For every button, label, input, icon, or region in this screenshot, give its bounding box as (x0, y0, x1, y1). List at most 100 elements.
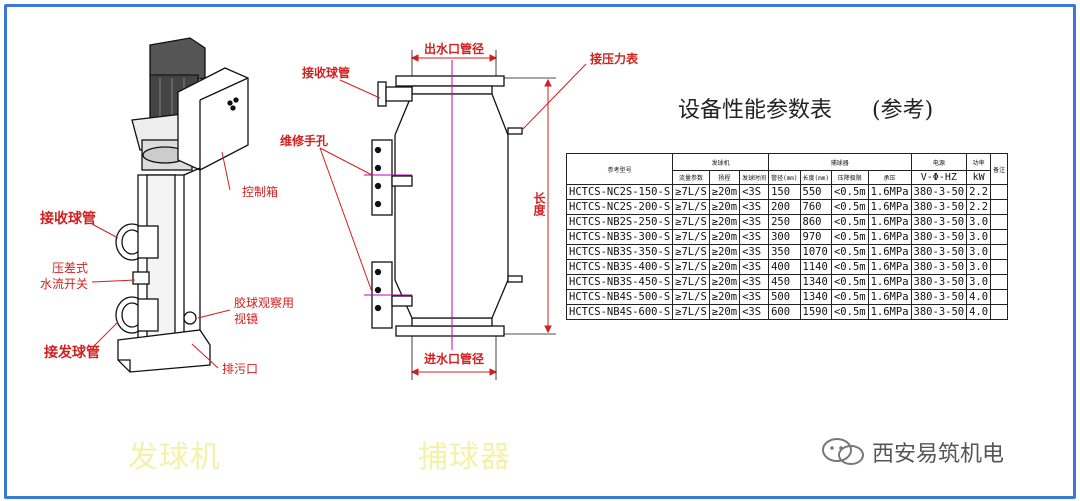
th-power-supply: 电源 (910, 153, 968, 171)
table-cell-remark (990, 259, 1009, 275)
table-cell: <0.5m (830, 244, 869, 260)
table-cell: HCTCS-NC2S-150-S (565, 184, 674, 200)
table-cell: 500 (768, 289, 801, 305)
table-cell: 350 (768, 244, 801, 260)
table-cell: 150 (768, 184, 801, 200)
th-catcher: 捕球器 (768, 153, 912, 171)
table-cell: ≥7L/S (672, 244, 710, 260)
table-cell: 380-3-50 (910, 214, 968, 230)
table-cell: <0.5m (830, 274, 869, 290)
table-title-ref: (参考) (872, 98, 934, 123)
table-cell: ≥20m (708, 214, 741, 230)
table-cell: ≥7L/S (672, 199, 710, 215)
table-cell: ≥20m (708, 304, 741, 320)
label-diff-switch-2: 水流开关 (40, 277, 89, 291)
label-inlet: 进水口管径 (424, 352, 485, 366)
th-sub: V-Φ-HZ (910, 170, 968, 185)
table-cell: <0.5m (830, 304, 869, 320)
table-cell: 450 (768, 274, 801, 290)
th-sub: 长度(mm) (799, 170, 832, 185)
table-cell: 300 (768, 229, 801, 245)
th-sub: 发球时间 (739, 170, 770, 185)
table-cell: 1.6MPa (867, 289, 912, 305)
table-cell: 380-3-50 (910, 289, 968, 305)
table-cell: HCTCS-NB2S-250-S (565, 214, 674, 230)
th-sub: 管径(mm) (768, 170, 801, 185)
table-cell: <0.5m (830, 289, 869, 305)
table-cell: 2.2 (966, 184, 992, 200)
table-cell-remark (990, 214, 1009, 230)
table-cell: 970 (799, 229, 832, 245)
label-outlet: 出水口管径 (424, 42, 485, 56)
table-cell: 200 (768, 199, 801, 215)
table-cell: 1.6MPa (867, 274, 912, 290)
th-remark: 备注 (990, 153, 1009, 185)
table-cell: ≥20m (708, 274, 741, 290)
table-cell-remark (990, 289, 1009, 305)
table-cell: ≥20m (708, 259, 741, 275)
table-cell: HCTCS-NC2S-200-S (565, 199, 674, 215)
table-cell: 1340 (799, 289, 832, 305)
table-cell: ≥7L/S (672, 214, 710, 230)
label-pressure-gauge: 接压力表 (590, 52, 639, 66)
table-cell: 3.0 (966, 244, 992, 260)
ball-launcher-drawing (115, 37, 249, 373)
th-sub: kW (966, 170, 992, 185)
ball-catcher-drawing (371, 75, 523, 337)
table-cell-remark (990, 199, 1009, 215)
table-cell-remark (990, 304, 1009, 320)
table-cell: <0.5m (830, 229, 869, 245)
label-catcher-receive-pipe: 接收球管 (302, 66, 351, 80)
brand-watermark: 西安易筑机电 (820, 436, 1004, 468)
table-cell-remark (990, 229, 1009, 245)
outer-frame (4, 4, 1076, 499)
table-cell: ≥20m (708, 229, 741, 245)
table-cell: ≥7L/S (672, 304, 710, 320)
th-model: 参考型号 (565, 153, 674, 185)
table-cell-remark (990, 274, 1009, 290)
table-cell: HCTCS-NB3S-300-S (565, 229, 674, 245)
label-length: 长度 (532, 192, 546, 216)
table-cell: <0.5m (830, 214, 869, 230)
table-cell: 3.0 (966, 214, 992, 230)
th-power: 功率 (966, 153, 992, 171)
table-cell: HCTCS-NB4S-600-S (565, 304, 674, 320)
table-cell: HCTCS-NB4S-500-S (565, 289, 674, 305)
table-cell: 380-3-50 (910, 199, 968, 215)
table-cell: 380-3-50 (910, 229, 968, 245)
label-observe-1: 胶球观察用 (234, 296, 295, 310)
table-cell-remark (990, 244, 1009, 260)
label-diff-switch-1: 压差式 (52, 261, 89, 275)
table-cell: 1140 (799, 259, 832, 275)
table-cell: 2.2 (966, 199, 992, 215)
label-observe-2: 视镜 (234, 312, 259, 326)
th-sub: 扬程 (708, 170, 741, 185)
brand-name: 西安易筑机电 (872, 442, 1005, 467)
table-cell: 380-3-50 (910, 184, 968, 200)
table-cell: ≥7L/S (672, 259, 710, 275)
table-cell: ≥20m (708, 244, 741, 260)
table-cell: <3S (739, 184, 770, 200)
table-cell-remark (990, 184, 1009, 200)
table-cell: ≥20m (708, 289, 741, 305)
label-receive-pipe: 接收球管 (40, 211, 96, 227)
table-cell: <3S (739, 274, 770, 290)
table-cell: 760 (799, 199, 832, 215)
table-cell: <3S (739, 304, 770, 320)
table-cell: 1.6MPa (867, 214, 912, 230)
table-cell: ≥7L/S (672, 184, 710, 200)
table-cell: 1340 (799, 274, 832, 290)
th-launcher: 发球机 (672, 153, 770, 171)
table-cell: 550 (799, 184, 832, 200)
table-cell: 4.0 (966, 304, 992, 320)
table-cell: HCTCS-NB3S-400-S (565, 259, 674, 275)
spec-table: 参考型号 发球机 捕球器 电源 功率 备注 流量参数扬程发球时间管径(mm)长度… (565, 153, 1009, 320)
table-cell: HCTCS-NB3S-450-S (565, 274, 674, 290)
table-cell: <0.5m (830, 259, 869, 275)
